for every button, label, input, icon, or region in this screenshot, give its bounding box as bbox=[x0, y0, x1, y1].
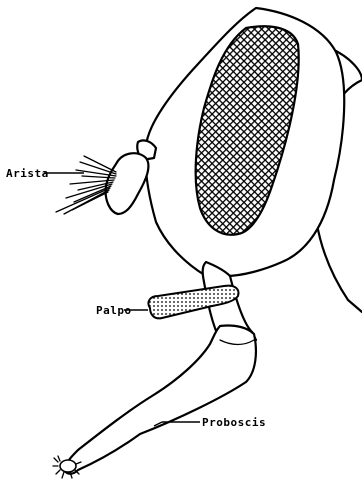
palpo-label: Palpo bbox=[96, 304, 148, 317]
arista-label: Arista bbox=[6, 167, 84, 180]
proboscis-label-text: Proboscis bbox=[202, 416, 266, 429]
arista-label-text: Arista bbox=[6, 167, 49, 180]
arista bbox=[56, 156, 116, 214]
proboscis bbox=[64, 325, 256, 473]
